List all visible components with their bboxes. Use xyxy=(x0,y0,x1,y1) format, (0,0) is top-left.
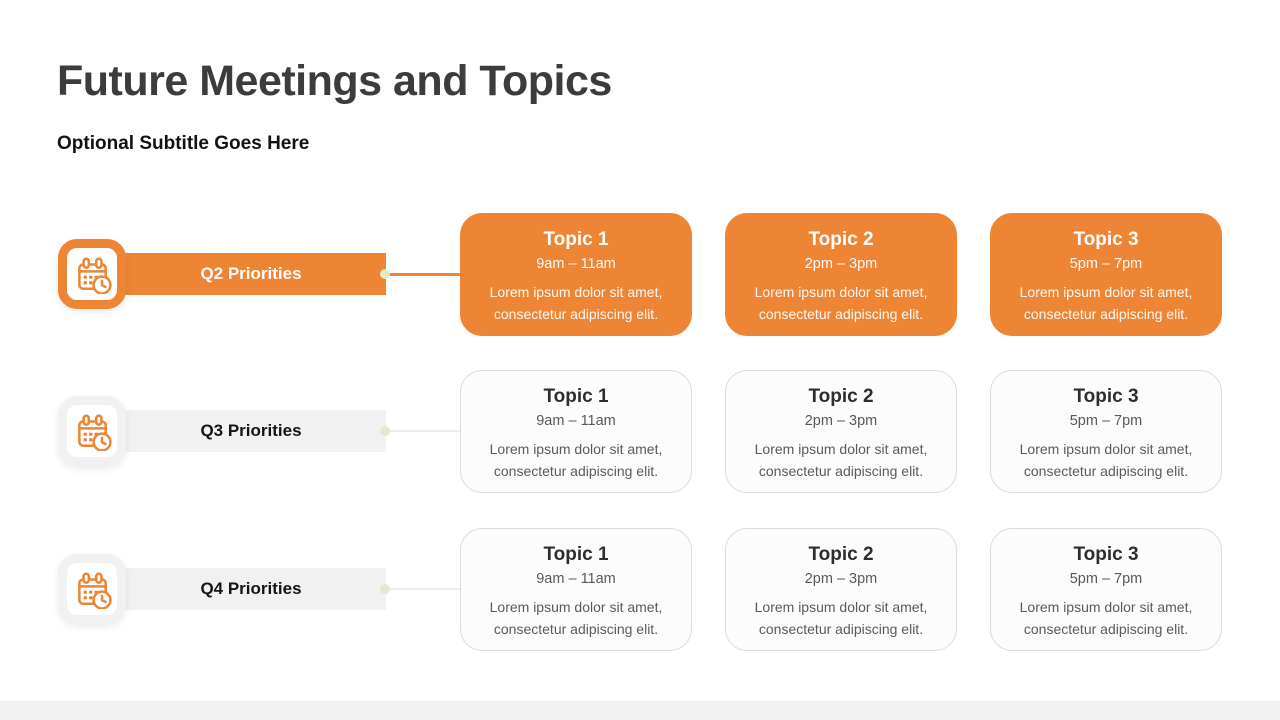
topic-cards: Topic 1 9am – 11am Lorem ipsum dolor sit… xyxy=(460,528,1222,651)
calendar-clock-icon xyxy=(78,572,112,609)
topic-title: Topic 3 xyxy=(1073,229,1139,250)
topic-title: Topic 1 xyxy=(543,544,609,565)
topic-description: Lorem ipsum dolor sit amet, consectetur … xyxy=(754,284,928,322)
page-subtitle: Optional Subtitle Goes Here xyxy=(57,133,310,154)
topic-description: Lorem ipsum dolor sit amet, consectetur … xyxy=(1019,441,1193,479)
topic-card: Topic 1 9am – 11am Lorem ipsum dolor sit… xyxy=(460,213,692,336)
connector-dot xyxy=(380,426,390,436)
topic-title: Topic 1 xyxy=(543,386,609,407)
calendar-clock-icon-box xyxy=(58,396,126,466)
connector-dot xyxy=(380,584,390,594)
topic-card: Topic 1 9am – 11am Lorem ipsum dolor sit… xyxy=(460,528,692,651)
topic-title: Topic 2 xyxy=(808,229,874,250)
priority-row-q4: Q4 Priorities Topic 1 9am – 11am Lorem i… xyxy=(0,528,1280,651)
topic-card: Topic 2 2pm – 3pm Lorem ipsum dolor sit … xyxy=(725,528,957,651)
topic-description: Lorem ipsum dolor sit amet, consectetur … xyxy=(1019,599,1193,637)
topic-time: 5pm – 7pm xyxy=(1069,256,1143,272)
row-label-bar: Q4 Priorities xyxy=(90,568,386,610)
topic-card: Topic 3 5pm – 7pm Lorem ipsum dolor sit … xyxy=(990,213,1222,336)
topic-time: 2pm – 3pm xyxy=(804,256,878,272)
topic-description: Lorem ipsum dolor sit amet, consectetur … xyxy=(754,441,928,479)
topic-description: Lorem ipsum dolor sit amet, consectetur … xyxy=(1019,284,1193,322)
calendar-clock-icon xyxy=(78,414,112,451)
topic-title: Topic 3 xyxy=(1073,544,1139,565)
connector-line xyxy=(387,430,461,432)
topic-cards: Topic 1 9am – 11am Lorem ipsum dolor sit… xyxy=(460,370,1222,493)
calendar-clock-icon xyxy=(78,257,112,294)
priority-row-q2: Q2 Priorities Topic 1 9am – 11am Lorem i… xyxy=(0,213,1280,336)
topic-description: Lorem ipsum dolor sit amet, consectetur … xyxy=(754,599,928,637)
topic-time: 5pm – 7pm xyxy=(1069,413,1143,429)
connector-dot xyxy=(380,269,390,279)
page-title: Future Meetings and Topics xyxy=(57,57,612,105)
topic-title: Topic 2 xyxy=(808,544,874,565)
calendar-clock-icon-box xyxy=(58,239,126,309)
row-label: Q4 Priorities xyxy=(200,579,302,598)
connector-line xyxy=(387,588,461,590)
row-label-bar: Q3 Priorities xyxy=(90,410,386,452)
topic-cards: Topic 1 9am – 11am Lorem ipsum dolor sit… xyxy=(460,213,1222,336)
priority-row-q3: Q3 Priorities Topic 1 9am – 11am Lorem i… xyxy=(0,370,1280,493)
topic-description: Lorem ipsum dolor sit amet, consectetur … xyxy=(489,599,663,637)
topic-title: Topic 1 xyxy=(543,229,609,250)
topic-card: Topic 3 5pm – 7pm Lorem ipsum dolor sit … xyxy=(990,370,1222,493)
topic-title: Topic 3 xyxy=(1073,386,1139,407)
topic-time: 2pm – 3pm xyxy=(804,413,878,429)
topic-time: 9am – 11am xyxy=(536,256,616,272)
topic-card: Topic 1 9am – 11am Lorem ipsum dolor sit… xyxy=(460,370,692,493)
topic-description: Lorem ipsum dolor sit amet, consectetur … xyxy=(489,441,663,479)
topic-card: Topic 3 5pm – 7pm Lorem ipsum dolor sit … xyxy=(990,528,1222,651)
footer-strip xyxy=(0,701,1280,720)
row-label: Q3 Priorities xyxy=(200,421,302,440)
connector-line xyxy=(387,272,461,276)
topic-card: Topic 2 2pm – 3pm Lorem ipsum dolor sit … xyxy=(725,213,957,336)
topic-time: 9am – 11am xyxy=(536,413,616,429)
topic-description: Lorem ipsum dolor sit amet, consectetur … xyxy=(489,284,663,322)
topic-time: 9am – 11am xyxy=(536,571,616,587)
row-label: Q2 Priorities xyxy=(200,264,302,283)
topic-card: Topic 2 2pm – 3pm Lorem ipsum dolor sit … xyxy=(725,370,957,493)
row-label-bar: Q2 Priorities xyxy=(90,253,386,295)
topic-title: Topic 2 xyxy=(808,386,874,407)
topic-time: 2pm – 3pm xyxy=(804,571,878,587)
topic-time: 5pm – 7pm xyxy=(1069,571,1143,587)
calendar-clock-icon-box xyxy=(58,554,126,624)
